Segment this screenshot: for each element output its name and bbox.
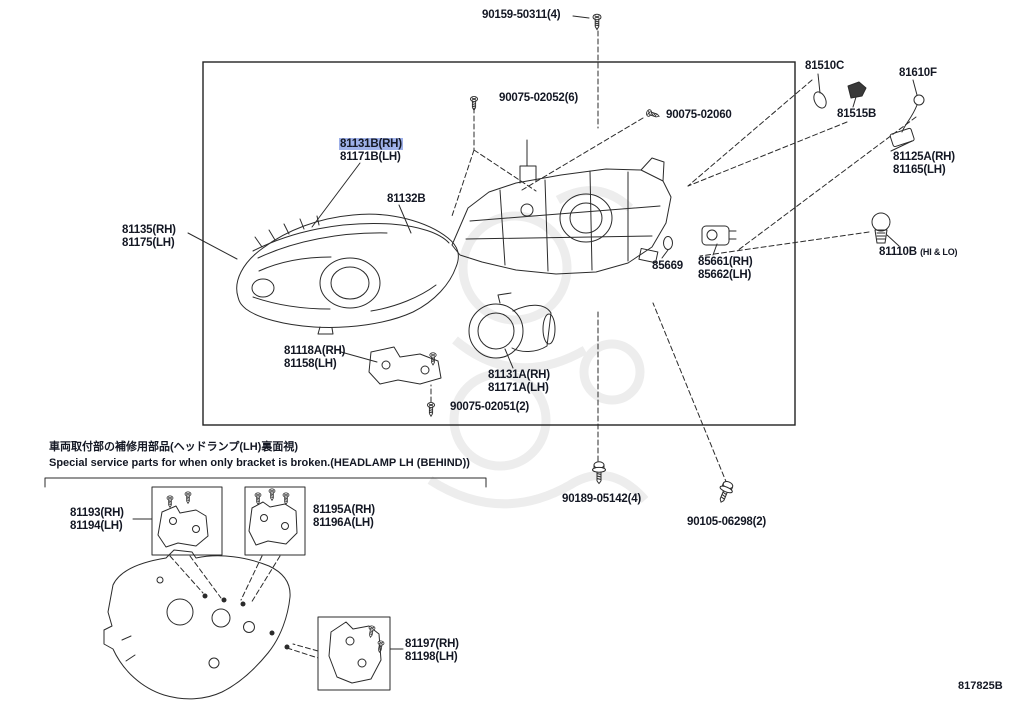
part-label-90075-02060[interactable]: 90075-02060	[666, 109, 732, 121]
screw-box2-b-icon	[268, 488, 276, 501]
part-label-81193[interactable]: 81193(RH)81194(LH)	[70, 507, 124, 532]
headlamp-lens	[236, 213, 459, 335]
part-label-90159-50311[interactable]: 90159-50311(4)	[482, 9, 561, 21]
leader-lines-dashed	[169, 30, 917, 659]
headlamp-rear-view	[103, 549, 291, 700]
part-label-85669[interactable]: 85669	[652, 260, 683, 272]
section-bracket	[44, 477, 487, 488]
part-label-90075-02052[interactable]: 90075-02052(6)	[499, 92, 579, 104]
note-english: Special service parts for when only brac…	[49, 457, 470, 469]
screw-box3-b-icon	[376, 640, 385, 654]
part-label-90105-06298[interactable]: 90105-06298(2)	[687, 516, 767, 528]
screw-box2-a-icon	[254, 492, 262, 505]
diagram-code: 817825B	[958, 680, 1003, 692]
bulb-81110b	[871, 212, 891, 244]
screw-box2-c-icon	[282, 492, 290, 505]
part-label-81125A[interactable]: 81125A(RH)81165(LH)	[893, 151, 955, 176]
screw-bracket-81118a-icon	[429, 352, 437, 366]
clip-81510c	[813, 91, 827, 109]
fastener-dots	[202, 593, 290, 650]
bracket-box-1	[151, 486, 223, 556]
fog-lamp-unit	[468, 292, 556, 359]
bolt-90105-06298-icon	[714, 479, 736, 506]
part-label-81195A[interactable]: 81195A(RH)81196A(LH)	[313, 504, 375, 529]
bracket-81197	[328, 621, 382, 684]
bracket-81193	[157, 505, 209, 548]
screw-90075-02060-icon	[645, 108, 661, 120]
part-label-85661[interactable]: 85661(RH)85662(LH)	[698, 256, 753, 281]
watermark	[427, 186, 649, 509]
wire-81610f	[889, 94, 925, 148]
screw-90075-02051-icon	[426, 402, 436, 417]
bracket-81195a	[248, 501, 298, 546]
part-label-81515B[interactable]: 81515B	[837, 108, 877, 120]
leveling-motor-85661	[701, 225, 737, 246]
oring-85669	[663, 236, 673, 250]
screw-box1-b-icon	[184, 491, 192, 504]
bracket-81118a	[368, 346, 442, 385]
screw-90159-50311-icon	[592, 13, 602, 30]
screw-box3-a-icon	[367, 625, 376, 639]
part-label-81132B[interactable]: 81132B	[387, 193, 426, 205]
diagram-frame	[202, 61, 796, 426]
part-label-81197[interactable]: 81197(RH)81198(LH)	[405, 638, 459, 663]
part-label-90189-05142[interactable]: 90189-05142(4)	[562, 493, 642, 505]
connector-on-lamp	[638, 247, 659, 264]
part-label-81131B[interactable]: 81131B(RH)81171B(LH)	[339, 138, 403, 163]
note-japanese: 車両取付部の補修用部品(ヘッドランプ(LH)裏面視)	[49, 441, 298, 453]
part-label-81110B[interactable]: 81110B (HI & LO)	[879, 246, 958, 258]
headlamp-housing	[451, 139, 672, 275]
part-label-81131A[interactable]: 81131A(RH)81171A(LH)	[488, 369, 550, 394]
screw-box1-a-icon	[166, 495, 174, 508]
part-label-81135[interactable]: 81135(RH)81175(LH)	[122, 224, 176, 249]
leader-lines	[132, 15, 918, 650]
part-label-81610F[interactable]: 81610F	[899, 67, 937, 79]
bracket-box-3	[317, 616, 391, 691]
clip-81515b	[847, 81, 867, 99]
part-label-81510C[interactable]: 81510C	[805, 60, 845, 72]
part-label-90075-02051[interactable]: 90075-02051(2)	[450, 401, 530, 413]
part-label-81118A[interactable]: 81118A(RH)81158(LH)	[284, 345, 346, 370]
bracket-box-2	[244, 486, 306, 556]
